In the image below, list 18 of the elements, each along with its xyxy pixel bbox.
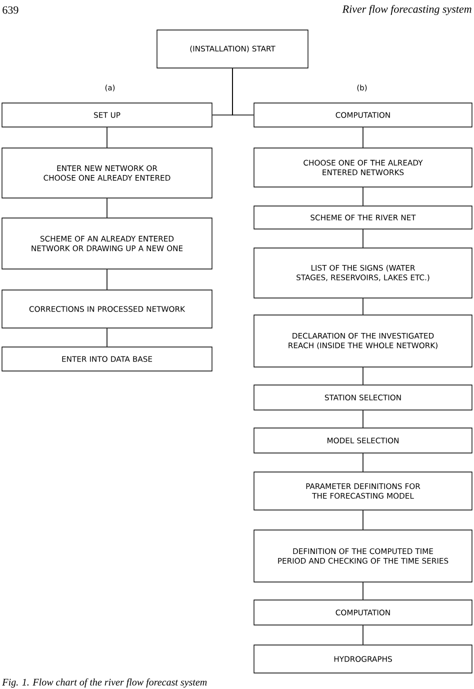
connector-line [106,126,108,148]
connector-line [362,624,364,646]
connector-line [362,126,364,148]
running-header: River flow forecasting system [342,4,472,16]
connector-line [232,68,254,116]
connector-line [362,452,364,472]
caption: Fig. 1. Flow chart of the river flow forecast system [2,678,207,688]
connector-line [362,186,364,206]
connector-line [106,198,108,218]
connector-line [106,268,108,290]
connector-line [362,298,364,316]
connector-line [362,582,364,600]
connector-line [106,328,108,348]
connector-line [362,228,364,248]
connector-line [362,410,364,428]
connector-line [362,510,364,530]
connector-line [362,366,364,386]
page-number: 639 [2,6,18,14]
